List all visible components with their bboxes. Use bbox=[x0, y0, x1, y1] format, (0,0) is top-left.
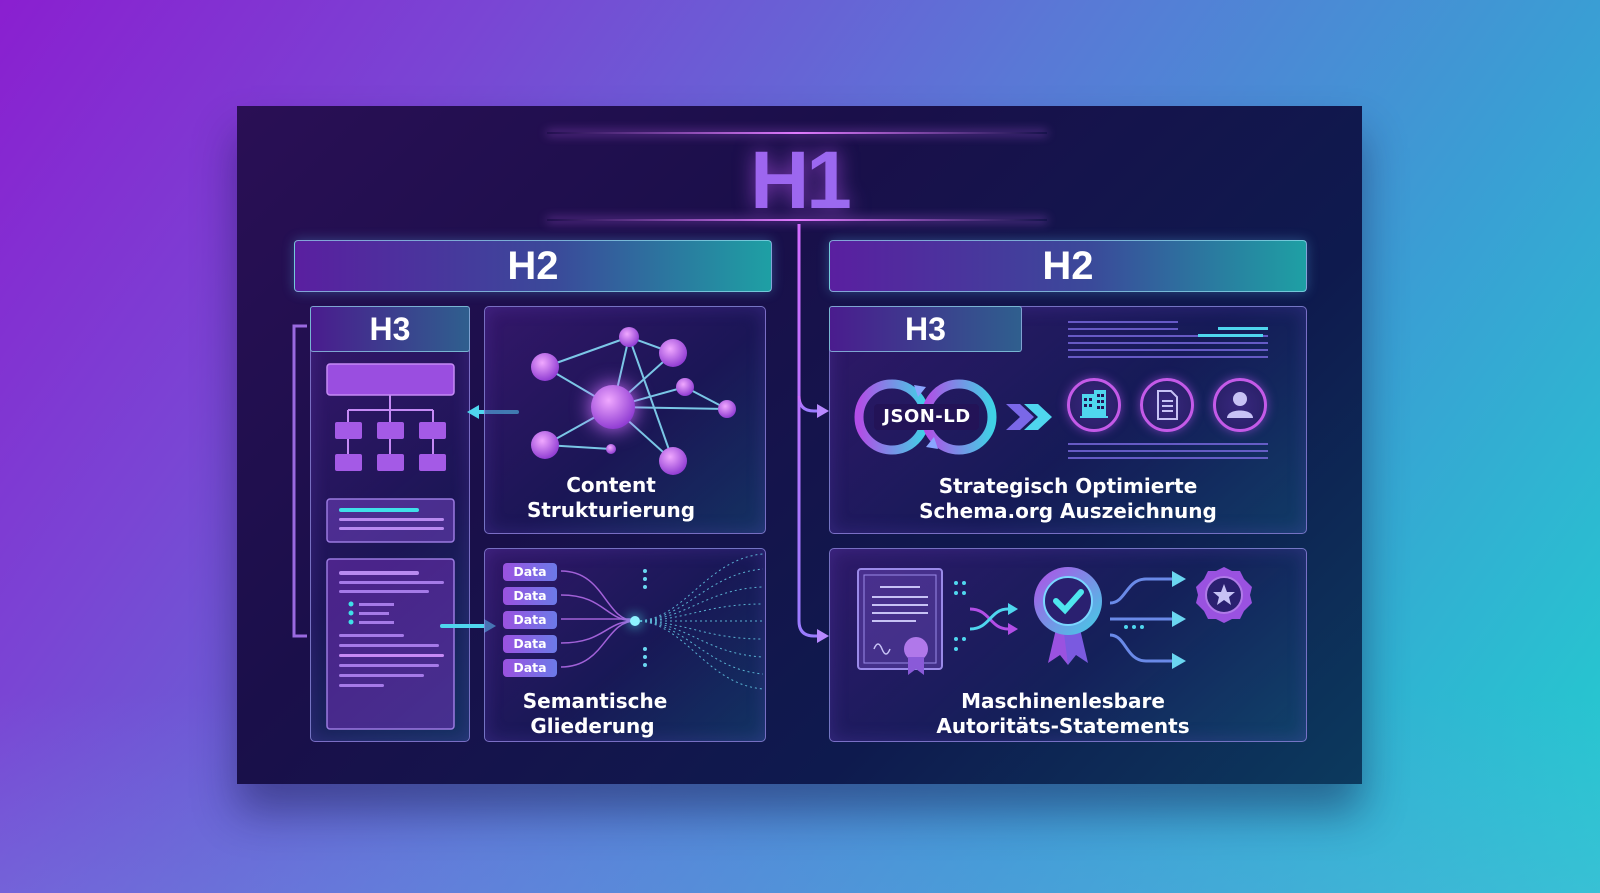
sitemap-hierarchy-icon bbox=[326, 363, 455, 730]
shuffle-arrows-icon bbox=[954, 581, 1018, 651]
branching-arrows-icon bbox=[1109, 571, 1186, 669]
person-icon bbox=[1213, 378, 1267, 432]
certificate-icon bbox=[857, 568, 943, 675]
verified-badge-icon bbox=[1034, 567, 1102, 665]
right-h2-bar: H2 bbox=[829, 240, 1307, 292]
left-h2-bar: H2 bbox=[294, 240, 772, 292]
code-dots-decoration bbox=[1068, 443, 1268, 459]
network-graph-icon bbox=[531, 327, 736, 475]
schema-label-line1: Strategisch Optimierte bbox=[938, 474, 1198, 498]
json-ld-badge: JSON-LD bbox=[883, 406, 971, 427]
semantic-structure-label-line2: Gliederung bbox=[530, 714, 655, 738]
code-dots-decoration bbox=[1068, 321, 1268, 358]
authority-label-line2: Autoritäts-Statements bbox=[936, 714, 1190, 738]
double-chevron-right-icon bbox=[1006, 404, 1052, 430]
left-h3-tab: H3 bbox=[310, 306, 470, 352]
data-flow-funnel-icon bbox=[560, 553, 764, 690]
building-icon bbox=[1067, 378, 1121, 432]
json-ld-cycle-icon bbox=[854, 379, 997, 455]
schema-markup-box: H3 JSON-LD bbox=[829, 306, 1307, 534]
data-pill-stack: Data Data Data Data Data bbox=[503, 563, 563, 683]
star-badge-icon bbox=[1196, 567, 1252, 623]
content-structuring-box: Content Strukturierung bbox=[484, 306, 766, 534]
data-pill: Data bbox=[503, 563, 557, 581]
data-pill: Data bbox=[503, 659, 557, 677]
connector-lines bbox=[292, 224, 829, 643]
schema-label-line2: Schema.org Auszeichnung bbox=[919, 499, 1217, 523]
document-icon bbox=[1140, 378, 1194, 432]
infographic-card: H1 H2 H3 bbox=[237, 106, 1362, 784]
left-h3-column: H3 bbox=[310, 306, 470, 742]
semantic-structure-box: Data Data Data Data Data Semantische Gli… bbox=[484, 548, 766, 742]
data-pill: Data bbox=[503, 611, 557, 629]
right-h3-tab: H3 bbox=[829, 306, 1022, 352]
h1-bottom-glow-line bbox=[547, 219, 1047, 221]
data-pill: Data bbox=[503, 587, 557, 605]
content-structuring-label-line2: Strukturierung bbox=[526, 498, 696, 522]
authority-statements-box: Maschinenlesbare Autoritäts-Statements bbox=[829, 548, 1307, 742]
content-structuring-label-line1: Content bbox=[566, 473, 656, 497]
h1-heading: H1 bbox=[237, 136, 1362, 226]
h1-top-glow-line bbox=[547, 132, 1047, 134]
semantic-structure-label-line1: Semantische bbox=[522, 689, 668, 713]
authority-label-line1: Maschinenlesbare bbox=[961, 689, 1165, 713]
data-pill: Data bbox=[503, 635, 557, 653]
